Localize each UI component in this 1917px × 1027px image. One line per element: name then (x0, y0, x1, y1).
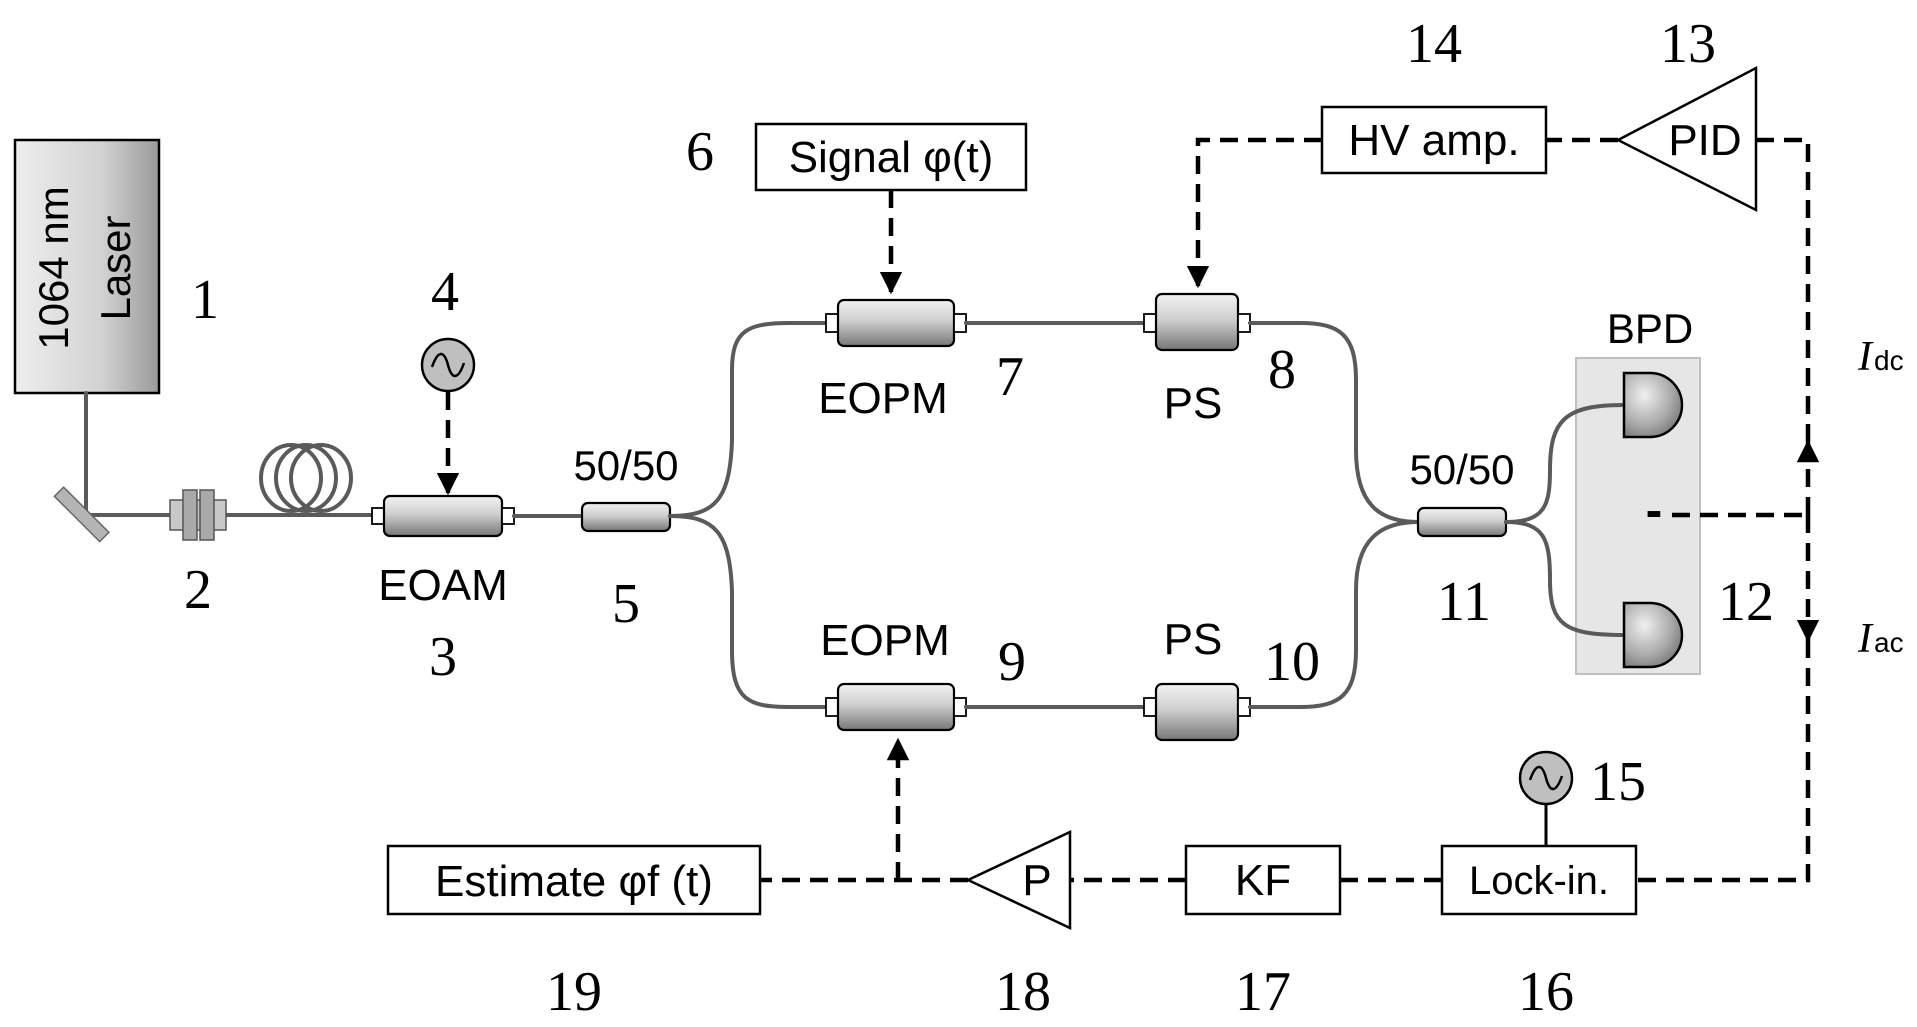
rf-source-15 (1520, 752, 1572, 804)
lockin-label: Lock-in. (1469, 859, 1609, 903)
label-number-7: 7 (996, 346, 1024, 408)
ps-top-label: PS (1164, 379, 1223, 428)
laser-label-wavelength: 1064 nm (30, 186, 77, 349)
label-number-13: 13 (1660, 13, 1716, 75)
hv-to-ps-line (1198, 140, 1322, 286)
label-number-19: 19 (546, 961, 602, 1023)
eopm-bottom-label: EOPM (820, 616, 950, 665)
label-number-2: 2 (184, 559, 212, 621)
label-number-17: 17 (1235, 961, 1291, 1023)
fiber-lower-arm-in (670, 516, 826, 707)
estimate-output-label: Estimate φf (t) (435, 857, 713, 906)
phase-shifter-top (1144, 294, 1250, 350)
laser-source: 1064 nm Laser (15, 140, 159, 393)
output-coupler-50-50 (1418, 508, 1506, 536)
label-number-16: 16 (1518, 961, 1574, 1023)
idc-label: Idc (1857, 334, 1904, 380)
fiber-upper-arm-in (670, 323, 826, 516)
input-coupler-50-50 (582, 503, 670, 531)
p-amplifier (968, 832, 1070, 928)
eoam-label: EOAM (378, 561, 508, 610)
label-number-10: 10 (1264, 631, 1320, 693)
output-coupler-label: 50/50 (1409, 446, 1514, 493)
label-number-1: 1 (191, 269, 219, 331)
label-number-18: 18 (995, 961, 1051, 1023)
label-number-4: 4 (431, 261, 459, 323)
label-number-6: 6 (686, 121, 714, 183)
iac-label: Iac (1857, 616, 1904, 662)
label-number-9: 9 (998, 631, 1026, 693)
signal-source-label: Signal φ(t) (789, 133, 994, 182)
laser-label-type: Laser (92, 215, 139, 320)
polarization-controller (170, 490, 226, 540)
label-number-12: 12 (1718, 571, 1774, 633)
label-number-5: 5 (612, 573, 640, 635)
eopm-top-label: EOPM (818, 374, 948, 423)
idc-to-pid-line (1756, 140, 1808, 442)
label-number-3: 3 (429, 626, 457, 688)
pid-label: PID (1668, 116, 1741, 165)
eopm-top (826, 300, 966, 346)
eoam-modulator (372, 496, 514, 536)
hv-amp-label: HV amp. (1348, 116, 1519, 165)
ps-bottom-label: PS (1164, 615, 1223, 664)
bpd-label: BPD (1607, 305, 1693, 352)
label-number-11: 11 (1437, 571, 1491, 633)
eopm-bottom (826, 684, 966, 730)
bpd-difference-sign: - (1646, 482, 1663, 538)
p-amplifier-label: P (1022, 856, 1051, 905)
kalman-filter-label: KF (1235, 856, 1291, 905)
label-number-15: 15 (1590, 751, 1646, 813)
fiber-coil (261, 445, 351, 511)
iac-to-lockin-line (1636, 640, 1808, 880)
photodiode-top (1624, 373, 1682, 437)
rf-source-4 (422, 339, 474, 391)
label-number-8: 8 (1268, 339, 1296, 401)
label-number-14: 14 (1406, 13, 1462, 75)
photodiode-bottom (1624, 603, 1682, 667)
phase-shifter-bottom (1144, 684, 1250, 740)
input-coupler-label: 50/50 (573, 442, 678, 489)
